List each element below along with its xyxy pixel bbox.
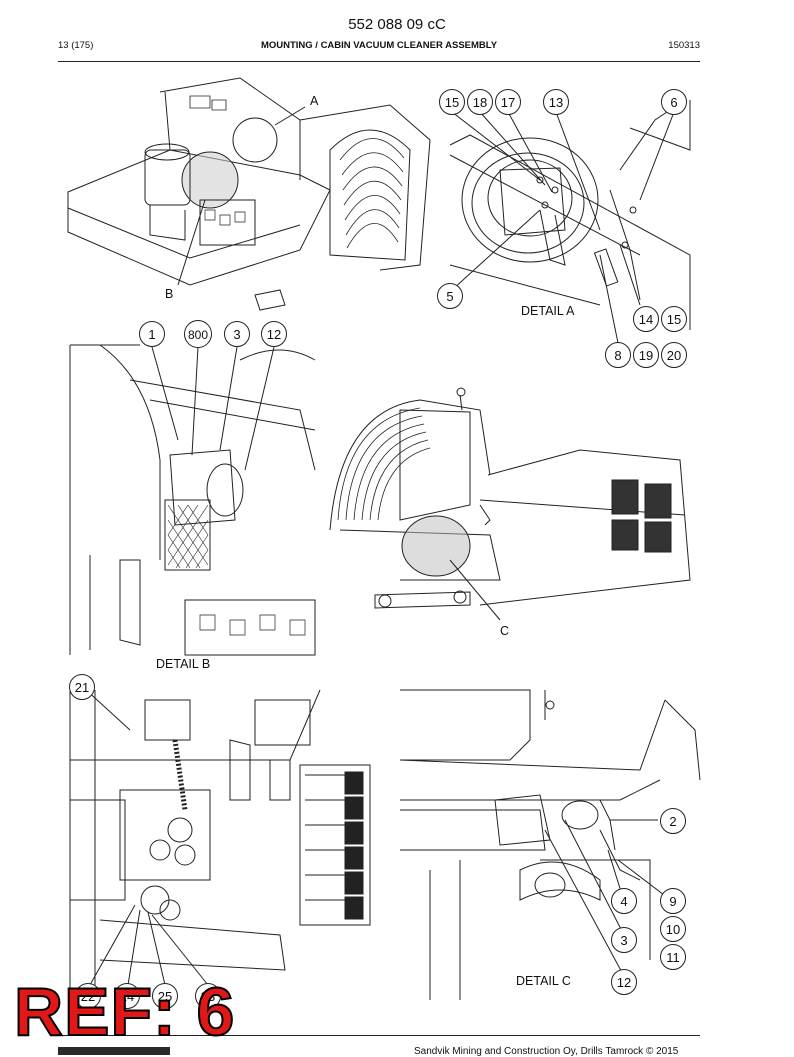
callout-1: 1 [139,321,165,347]
callout-14: 14 [633,306,659,332]
callout-4: 4 [611,888,637,914]
callout-2: 2 [660,808,686,834]
callout-23: 23 [195,983,221,1009]
callout-22: 22 [75,983,101,1009]
callout-800: 800 [184,320,212,348]
svg-text:24: 24 [120,989,134,1004]
svg-text:25: 25 [158,989,172,1004]
svg-text:800: 800 [188,328,208,342]
header-rule [58,61,700,62]
detail-b-caption: DETAIL B [156,657,210,671]
svg-text:12: 12 [617,975,631,990]
callout-3: 3 [224,321,250,347]
callout-13: 13 [543,89,569,115]
view-label-b: B [165,287,173,301]
svg-text:13: 13 [549,95,563,110]
detail-a-drawing [449,100,691,344]
document-number: 552 088 09 cC [348,16,446,33]
callout-24: 24 [114,983,140,1009]
callout-15b: 15 [661,306,687,332]
svg-text:15: 15 [445,95,459,110]
svg-text:6: 6 [670,95,677,110]
svg-text:15: 15 [667,312,681,327]
callout-15: 15 [439,89,465,115]
ref-stamp: REF: 6 [13,974,236,1050]
overview-right-drawing [329,387,691,621]
svg-text:14: 14 [639,312,653,327]
svg-text:3: 3 [620,933,627,948]
view-label-c: C [500,624,509,638]
footer-copyright: Sandvik Mining and Construction Oy, Dril… [414,1046,679,1057]
svg-text:8: 8 [614,348,621,363]
detail-c-drawing [399,689,701,1000]
callout-21: 21 [69,674,95,700]
callout-3c: 3 [611,927,637,953]
callouts-detail-valves: 21 22 24 25 23 [69,674,221,1009]
svg-text:5: 5 [446,289,453,304]
svg-text:3: 3 [233,327,240,342]
svg-text:11: 11 [666,950,680,965]
callout-20: 20 [661,342,687,368]
svg-text:21: 21 [75,680,89,695]
callout-6: 6 [661,89,687,115]
svg-text:2: 2 [669,814,676,829]
detail-a-caption: DETAIL A [521,304,575,318]
overview-top-left [67,77,431,311]
svg-text:10: 10 [666,922,680,937]
svg-text:18: 18 [473,95,487,110]
callout-8: 8 [605,342,631,368]
callout-25: 25 [152,983,178,1009]
svg-text:1: 1 [148,327,155,342]
callout-17: 17 [495,89,521,115]
callout-10: 10 [660,916,686,942]
svg-text:19: 19 [639,348,653,363]
callouts-detail-b: 1 800 3 12 [139,320,287,348]
detail-valves-drawing [69,687,371,990]
detail-c-caption: DETAIL C [516,974,571,988]
page-title: MOUNTING / CABIN VACUUM CLEANER ASSEMBLY [260,40,498,51]
callout-12c: 12 [611,969,637,995]
svg-text:22: 22 [81,989,95,1004]
brand-logo-bar [58,1047,170,1055]
svg-text:23: 23 [201,989,215,1004]
callout-19: 19 [633,342,659,368]
svg-text:20: 20 [667,348,681,363]
footer-rule [58,1035,700,1036]
svg-text:12: 12 [267,327,281,342]
callout-11: 11 [660,944,686,970]
callout-9: 9 [660,888,686,914]
svg-text:4: 4 [620,894,627,909]
callouts-detail-c: 2 4 9 3 10 11 12 [611,808,686,995]
callout-12: 12 [261,321,287,347]
detail-b-drawing [69,344,316,656]
view-label-a: A [310,94,319,108]
svg-text:17: 17 [501,95,515,110]
callouts-detail-a: 15 18 17 13 6 5 14 15 8 19 20 [437,89,687,368]
svg-text:9: 9 [669,894,676,909]
callout-5: 5 [437,283,463,309]
page-indicator: 13 (175) [58,40,94,51]
revision-date: 150313 [668,40,700,51]
callout-18: 18 [467,89,493,115]
